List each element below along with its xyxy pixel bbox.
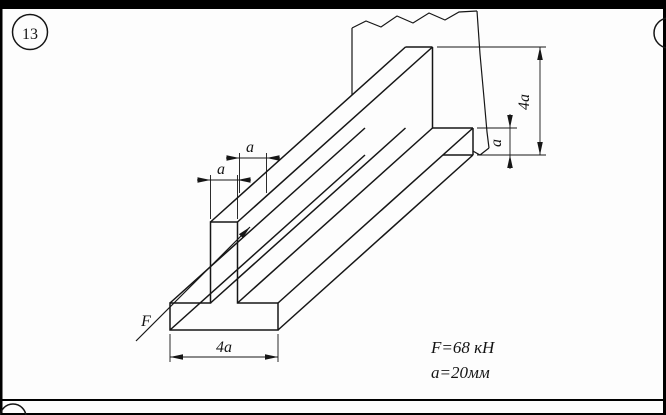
edge-stem-top-left	[209, 46, 407, 223]
task-number-circle	[11, 13, 49, 51]
frame-top-bar	[0, 0, 666, 9]
given-data: F=68 кН a=20мм	[430, 338, 496, 382]
wall-face-section-contour	[405, 46, 474, 156]
dimension-stem-width-back: a	[226, 139, 280, 193]
beam-edges	[169, 46, 474, 331]
edge-stem-left-junction	[209, 127, 407, 304]
task-number: 13	[22, 26, 38, 43]
dim-label-wall-a: a	[488, 139, 505, 147]
force-arrow	[135, 226, 251, 342]
edge-stem-right-junction	[236, 127, 434, 304]
wall-right-edge	[476, 10, 490, 149]
given-size-value: a=20мм	[431, 363, 490, 382]
edge-stem-top-right	[236, 46, 434, 223]
force-label: F	[140, 313, 151, 330]
given-force-value: F=68 кН	[430, 338, 496, 357]
dim-label-stem-a-back: a	[246, 139, 254, 156]
dimension-wall-section: a 4a	[437, 46, 546, 169]
dimension-stem-width-front: a	[197, 161, 251, 219]
adjacent-card-circle-right	[653, 17, 666, 49]
frame-left-border	[0, 0, 3, 415]
dim-label-wall-4a: 4a	[516, 94, 533, 110]
frame-right-border	[663, 0, 666, 415]
beam-silhouette	[170, 47, 473, 330]
force-arrow-group: F	[135, 226, 251, 342]
dim-label-stem-a-front: a	[217, 161, 225, 178]
frame-bottom-border	[0, 413, 666, 415]
edge-flange-top-right	[277, 127, 474, 304]
edge-flange-bottom-right	[277, 154, 474, 331]
frame-divider-line	[0, 399, 666, 401]
edge-flange-bottom-left	[169, 154, 366, 331]
wall-torn-top-edge	[351, 10, 478, 29]
dimension-flange-width: 4a	[169, 334, 279, 362]
adjacent-card-circle-bottom	[0, 403, 27, 415]
dim-label-flange-4a: 4a	[216, 339, 232, 356]
